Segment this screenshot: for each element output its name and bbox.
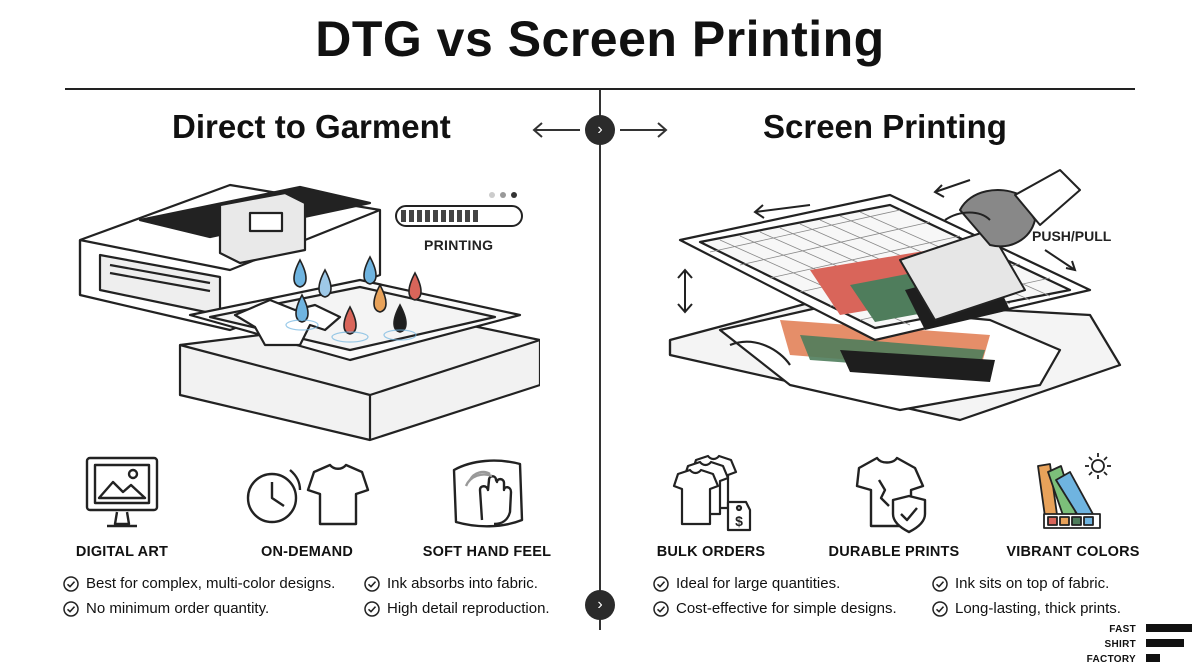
screen-printing-heading: Screen Printing — [763, 108, 1007, 145]
bullet-item: No minimum order quantity. — [63, 600, 269, 617]
feature-label: SOFT HAND FEEL — [422, 544, 552, 560]
feature-label: VIBRANT COLORS — [1006, 544, 1140, 560]
check-circle-icon — [932, 575, 948, 592]
feature-soft-hand-feel: SOFT HAND FEEL — [412, 450, 562, 560]
svg-text:$: $ — [735, 513, 743, 529]
print-progress-bar — [395, 205, 523, 227]
top-divider — [65, 88, 1135, 90]
chevron-right-icon: › — [597, 596, 603, 613]
color-swatch-sun-icon — [1037, 453, 1111, 529]
feature-label: DURABLE PRINTS — [828, 544, 960, 560]
check-circle-icon — [653, 600, 669, 617]
stacked-shirts-price-tag-icon: $ — [672, 454, 752, 532]
progress-stripe — [457, 210, 462, 222]
progress-stripe — [473, 210, 478, 222]
feature-label: DIGITAL ART — [75, 544, 169, 560]
brand-logo-icon — [1146, 624, 1192, 662]
feature-bulk-orders: $ BULK ORDERS — [636, 450, 786, 560]
check-circle-icon — [364, 575, 380, 592]
progress-stripe — [409, 210, 414, 222]
feature-label: BULK ORDERS — [656, 544, 766, 560]
bullet-item: Ideal for large quantities. — [653, 575, 840, 592]
check-circle-icon — [63, 600, 79, 617]
shirt-shield-icon — [855, 456, 927, 534]
check-circle-icon — [63, 575, 79, 592]
feature-vibrant-colors: VIBRANT COLORS — [998, 450, 1148, 560]
progress-stripe — [465, 210, 470, 222]
bullet-item: High detail reproduction. — [364, 600, 550, 617]
loading-dots-icon — [489, 192, 517, 198]
progress-stripe — [441, 210, 446, 222]
feature-digital-art: DIGITAL ART — [47, 450, 197, 560]
screen-printing-illustration — [668, 169, 1122, 422]
clock-shirt-icon — [246, 463, 370, 526]
dtg-printer-illustration — [78, 183, 540, 442]
progress-stripe — [425, 210, 430, 222]
chevron-right-icon: › — [597, 121, 603, 138]
progress-stripe — [433, 210, 438, 222]
brand-line-2: SHIRT — [1104, 639, 1136, 650]
brand-line-1: FAST — [1109, 624, 1136, 635]
hand-fabric-icon — [452, 459, 524, 528]
check-circle-icon — [653, 575, 669, 592]
dtg-heading: Direct to Garment — [172, 108, 451, 145]
bullet-item: Ink absorbs into fabric. — [364, 575, 538, 592]
bullet-item: Ink sits on top of fabric. — [932, 575, 1109, 592]
center-divider — [599, 90, 601, 630]
bullet-item: Best for complex, multi-color designs. — [63, 575, 335, 592]
page-title: DTG vs Screen Printing — [315, 11, 885, 67]
feature-durable-prints: DURABLE PRINTS — [819, 450, 969, 560]
brand-line-3: FACTORY — [1086, 654, 1136, 665]
check-circle-icon — [932, 600, 948, 617]
monitor-image-icon — [85, 456, 159, 528]
feature-label: ON-DEMAND — [260, 544, 353, 560]
progress-label: PRINTING — [424, 237, 494, 253]
bullet-item: Long-lasting, thick prints. — [932, 600, 1121, 617]
next-page-button[interactable]: › — [585, 590, 615, 620]
progress-stripe — [401, 210, 406, 222]
compare-next-button[interactable]: › — [585, 115, 615, 145]
compare-arrows-icon — [532, 122, 668, 138]
progress-stripe — [449, 210, 454, 222]
push-pull-label: PUSH/PULL — [1032, 228, 1112, 244]
bullet-item: Cost-effective for simple designs. — [653, 600, 897, 617]
check-circle-icon — [364, 600, 380, 617]
feature-on-demand: ON-DEMAND — [232, 450, 382, 560]
progress-stripe — [417, 210, 422, 222]
